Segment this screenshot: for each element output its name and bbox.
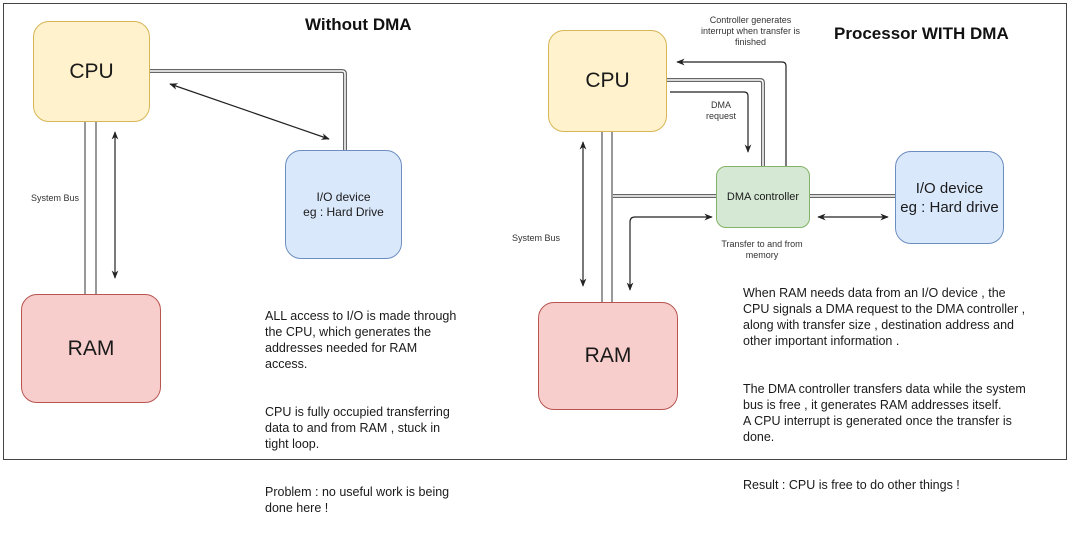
right-cpu-box: CPU [548,30,667,132]
dma-request-arrow [670,91,752,153]
right-cpu-label: CPU [585,69,630,92]
transfer-memory-arrow [626,213,713,291]
left-note-1: ALL access to I/O is made through the CP… [265,309,457,371]
right-ram-label: RAM [584,344,632,367]
right-title: Processor WITH DMA [834,24,1009,43]
left-io-label: I/O device eg : Hard Drive [303,189,384,219]
right-note-3: Result : CPU is free to do other things … [743,478,960,492]
left-ram-label: RAM [67,336,115,360]
left-cpu-io-arrow [169,83,330,140]
connectors [84,58,895,302]
dma-controller-box: DMA controller [716,166,810,228]
dma-controller-label: DMA controller [726,191,800,203]
left-system-bus [84,122,97,294]
right-note-1: When RAM needs data from an I/O device ,… [743,286,1026,348]
diagram-frame [3,3,1067,460]
left-bus-label: System Bus [31,193,80,203]
left-note-3: Problem : no useful work is being done h… [265,485,450,515]
left-cpu-box: CPU [33,21,150,122]
dma-request-label: DMA request [705,100,737,121]
left-ram-box: RAM [21,294,161,403]
right-io-box: I/O device eg : Hard drive [895,151,1004,244]
interrupt-arrow [676,58,787,166]
right-ram-box: RAM [538,302,678,410]
right-system-bus [601,132,613,302]
left-notes: ALL access to I/O is made through the CP… [265,292,505,548]
right-notes: When RAM needs data from an I/O device ,… [743,269,1063,525]
transfer-label: Transfer to and from memory [721,239,803,260]
right-io-label: I/O device eg : Hard drive [900,179,999,216]
left-io-box: I/O device eg : Hard Drive [285,150,402,259]
left-note-2: CPU is fully occupied transferring data … [265,405,450,451]
left-cpu-label: CPU [69,59,114,83]
left-title: Without DMA [305,15,412,34]
interrupt-label: Controller generates interrupt when tran… [700,15,801,47]
right-note-2: The DMA controller transfers data while … [743,382,1026,444]
right-bus-label: System Bus [512,233,561,243]
